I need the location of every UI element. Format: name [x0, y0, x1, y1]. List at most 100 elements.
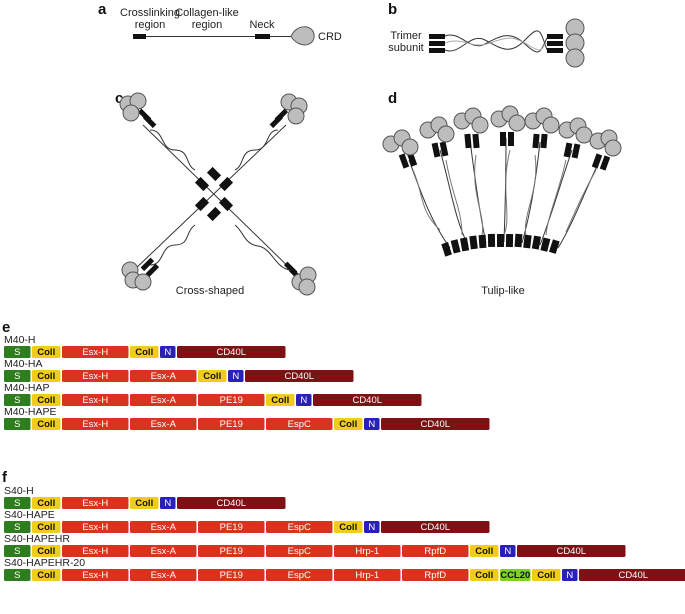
construct-segment-label: CD40L — [216, 347, 246, 358]
construct-segment-label: Coll — [135, 498, 153, 509]
construct-segment-label: Esx-H — [82, 419, 108, 430]
construct-segment-label: CD40L — [618, 570, 648, 581]
crosslinking-block — [133, 34, 146, 39]
panel-d-letter: d — [388, 90, 397, 107]
construct-segment-label: Esx-A — [151, 546, 177, 557]
subunit-label: subunit — [388, 42, 423, 54]
construct-segment — [62, 418, 129, 430]
construct-segment-label: Coll — [475, 570, 493, 581]
construct-segment — [62, 370, 129, 382]
construct-segment — [500, 569, 531, 581]
construct-segment-label: CD40L — [216, 498, 246, 509]
construct-segment — [130, 545, 197, 557]
construct-segment-label: Esx-H — [82, 522, 108, 533]
construct-segment — [402, 569, 469, 581]
construct-name: M40-HAP — [4, 382, 50, 394]
construct-segment — [198, 569, 265, 581]
construct-segment-label: N — [368, 522, 375, 533]
construct-segment-label: CD40L — [284, 371, 314, 382]
panel-d: d — [382, 90, 622, 297]
center-block — [194, 176, 210, 192]
trimer-helix-strand — [444, 34, 548, 53]
construct-segment — [334, 521, 363, 533]
construct-segment-label: CD40L — [556, 546, 586, 557]
construct-segment — [62, 545, 129, 557]
construct-segment — [4, 370, 31, 382]
construct-segment-label: CD40L — [420, 419, 450, 430]
construct-segment-label: Coll — [37, 522, 55, 533]
construct-segment — [245, 370, 354, 382]
construct-segment-label: S — [14, 347, 20, 358]
construct-segment-label: Esx-A — [151, 419, 177, 430]
construct-segment-label: Coll — [37, 395, 55, 406]
construct-segment — [160, 346, 176, 358]
construct-segment-label: S — [14, 419, 20, 430]
construct-segment — [381, 418, 490, 430]
panel-f-letter: f — [2, 469, 8, 486]
construct-name: M40-HA — [4, 358, 43, 370]
construct-segment-label: Coll — [37, 570, 55, 581]
construct-segment — [130, 370, 197, 382]
construct-segment-label: Coll — [37, 419, 55, 430]
construct-segment — [296, 394, 312, 406]
trimer-label: Trimer — [390, 30, 422, 42]
construct-segment-label: CD40L — [420, 522, 450, 533]
construct-segment-label: EspC — [288, 419, 311, 430]
collagen-region-label: region — [192, 19, 223, 31]
panel-a-letter: a — [98, 1, 107, 18]
construct-segment — [130, 346, 159, 358]
panel-c-letter: c — [115, 90, 123, 107]
tulip-base-blocks — [441, 233, 560, 257]
construct-segment-label: N — [368, 419, 375, 430]
panel-b: b Trimer subunit — [388, 1, 585, 68]
construct-segment — [32, 545, 61, 557]
construct-segment — [228, 370, 244, 382]
neck-label: Neck — [249, 19, 275, 31]
construct-segment — [32, 521, 61, 533]
collagen-like-label: Collagen-like — [175, 7, 239, 19]
panel-e-letter: e — [2, 319, 10, 336]
construct-segment-label: N — [504, 546, 511, 557]
construct-segment-label: Coll — [37, 498, 55, 509]
construct-segment-label: Coll — [37, 371, 55, 382]
construct-segment — [130, 497, 159, 509]
construct-segment — [62, 346, 129, 358]
construct-segment — [334, 569, 401, 581]
construct-name: M40-H — [4, 334, 36, 346]
construct-name: S40-H — [4, 485, 34, 497]
construct-segment-label: Coll — [537, 570, 555, 581]
construct-segment — [334, 418, 363, 430]
construct-segment — [62, 521, 129, 533]
construct-segment — [579, 569, 685, 581]
construct-segment — [517, 545, 626, 557]
construct-segment-label: Esx-H — [82, 546, 108, 557]
construct-segment-label: Esx-H — [82, 395, 108, 406]
construct-segment-label: Esx-A — [151, 570, 177, 581]
construct-segment — [266, 569, 333, 581]
construct-segment — [266, 394, 295, 406]
construct-segment-label: Coll — [203, 371, 221, 382]
panel-b-letter: b — [388, 1, 397, 18]
construct-segment — [402, 545, 469, 557]
neck-block — [255, 34, 270, 39]
construct-segment — [4, 545, 31, 557]
construct-segment-label: Esx-A — [151, 371, 177, 382]
construct-segment-label: Esx-H — [82, 371, 108, 382]
construct-segment — [364, 418, 380, 430]
construct-segment-label: S — [14, 498, 20, 509]
construct-segment-label: EspC — [288, 546, 311, 557]
construct-segment-label: S — [14, 371, 20, 382]
construct-segment — [130, 394, 197, 406]
construct-segment — [32, 370, 61, 382]
construct-segment — [470, 569, 499, 581]
construct-segment-label: PE19 — [220, 522, 243, 533]
construct-segment-label: Coll — [37, 347, 55, 358]
construct-segment — [32, 418, 61, 430]
construct-name: M40-HAPE — [4, 406, 57, 418]
construct-segment — [177, 346, 286, 358]
construct-segment-label: RpfD — [424, 546, 446, 557]
construct-segment-label: EspC — [288, 570, 311, 581]
